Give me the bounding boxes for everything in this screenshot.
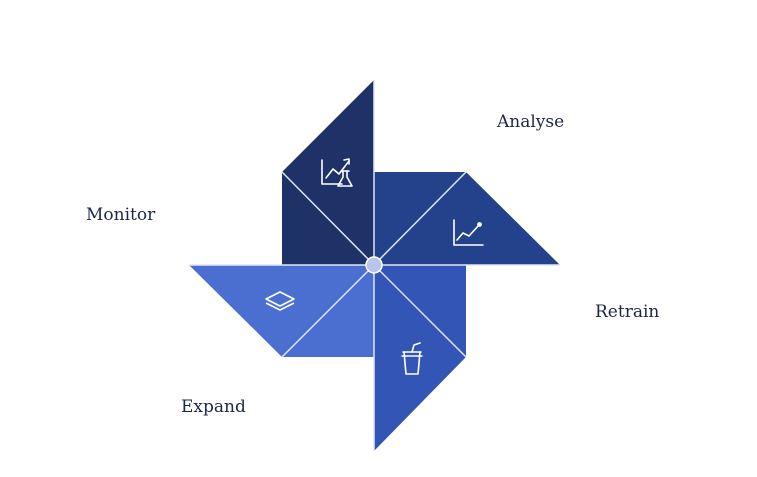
line-chart-icon [453,219,484,246]
label-analyse: Analyse [497,112,565,132]
chart-flask-icon [321,158,353,187]
cup-icon [401,342,423,375]
label-expand: Expand [181,397,246,417]
label-monitor: Monitor [86,205,156,225]
center-hub [365,256,383,274]
blade-expand [189,264,375,358]
layers-icon [265,291,295,311]
blade-monitor [281,80,375,266]
blade-analyse [373,171,560,266]
label-retrain: Retrain [595,302,660,322]
